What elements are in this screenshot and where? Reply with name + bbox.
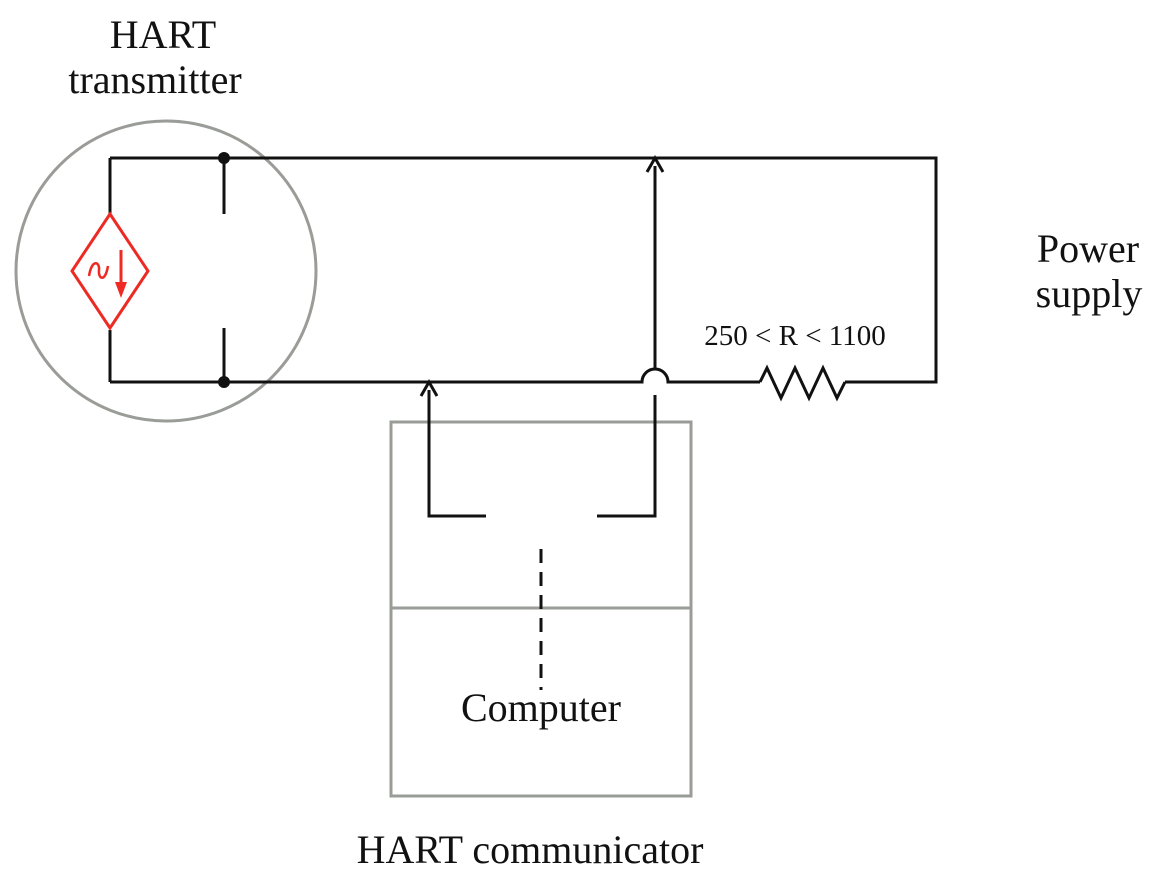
current-source-icon [70, 211, 150, 331]
junction-dot-bottom [218, 376, 230, 388]
computer-label: Computer [461, 685, 621, 730]
transmitter-label-line1: HART [110, 12, 216, 57]
transmitter-enclosure [14, 119, 318, 423]
right-lead-arrow-icon [645, 154, 665, 173]
transmitter-label-line2: transmitter [68, 57, 241, 102]
resistor-zigzag [758, 364, 847, 402]
power-supply-label-line2: supply [1036, 271, 1143, 316]
left-lead-arrow-icon [419, 378, 439, 397]
communicator-left-lead [427, 390, 486, 518]
junction-dot-top [218, 152, 230, 164]
loop-top-wire [110, 156, 938, 384]
communicator-label: HART communicator [357, 827, 704, 872]
loop-bottom-wire [110, 367, 760, 384]
resistor-label: 250 < R < 1100 [704, 320, 885, 352]
power-supply-label-line1: Power [1037, 226, 1139, 271]
communicator-right-lead [597, 166, 657, 518]
